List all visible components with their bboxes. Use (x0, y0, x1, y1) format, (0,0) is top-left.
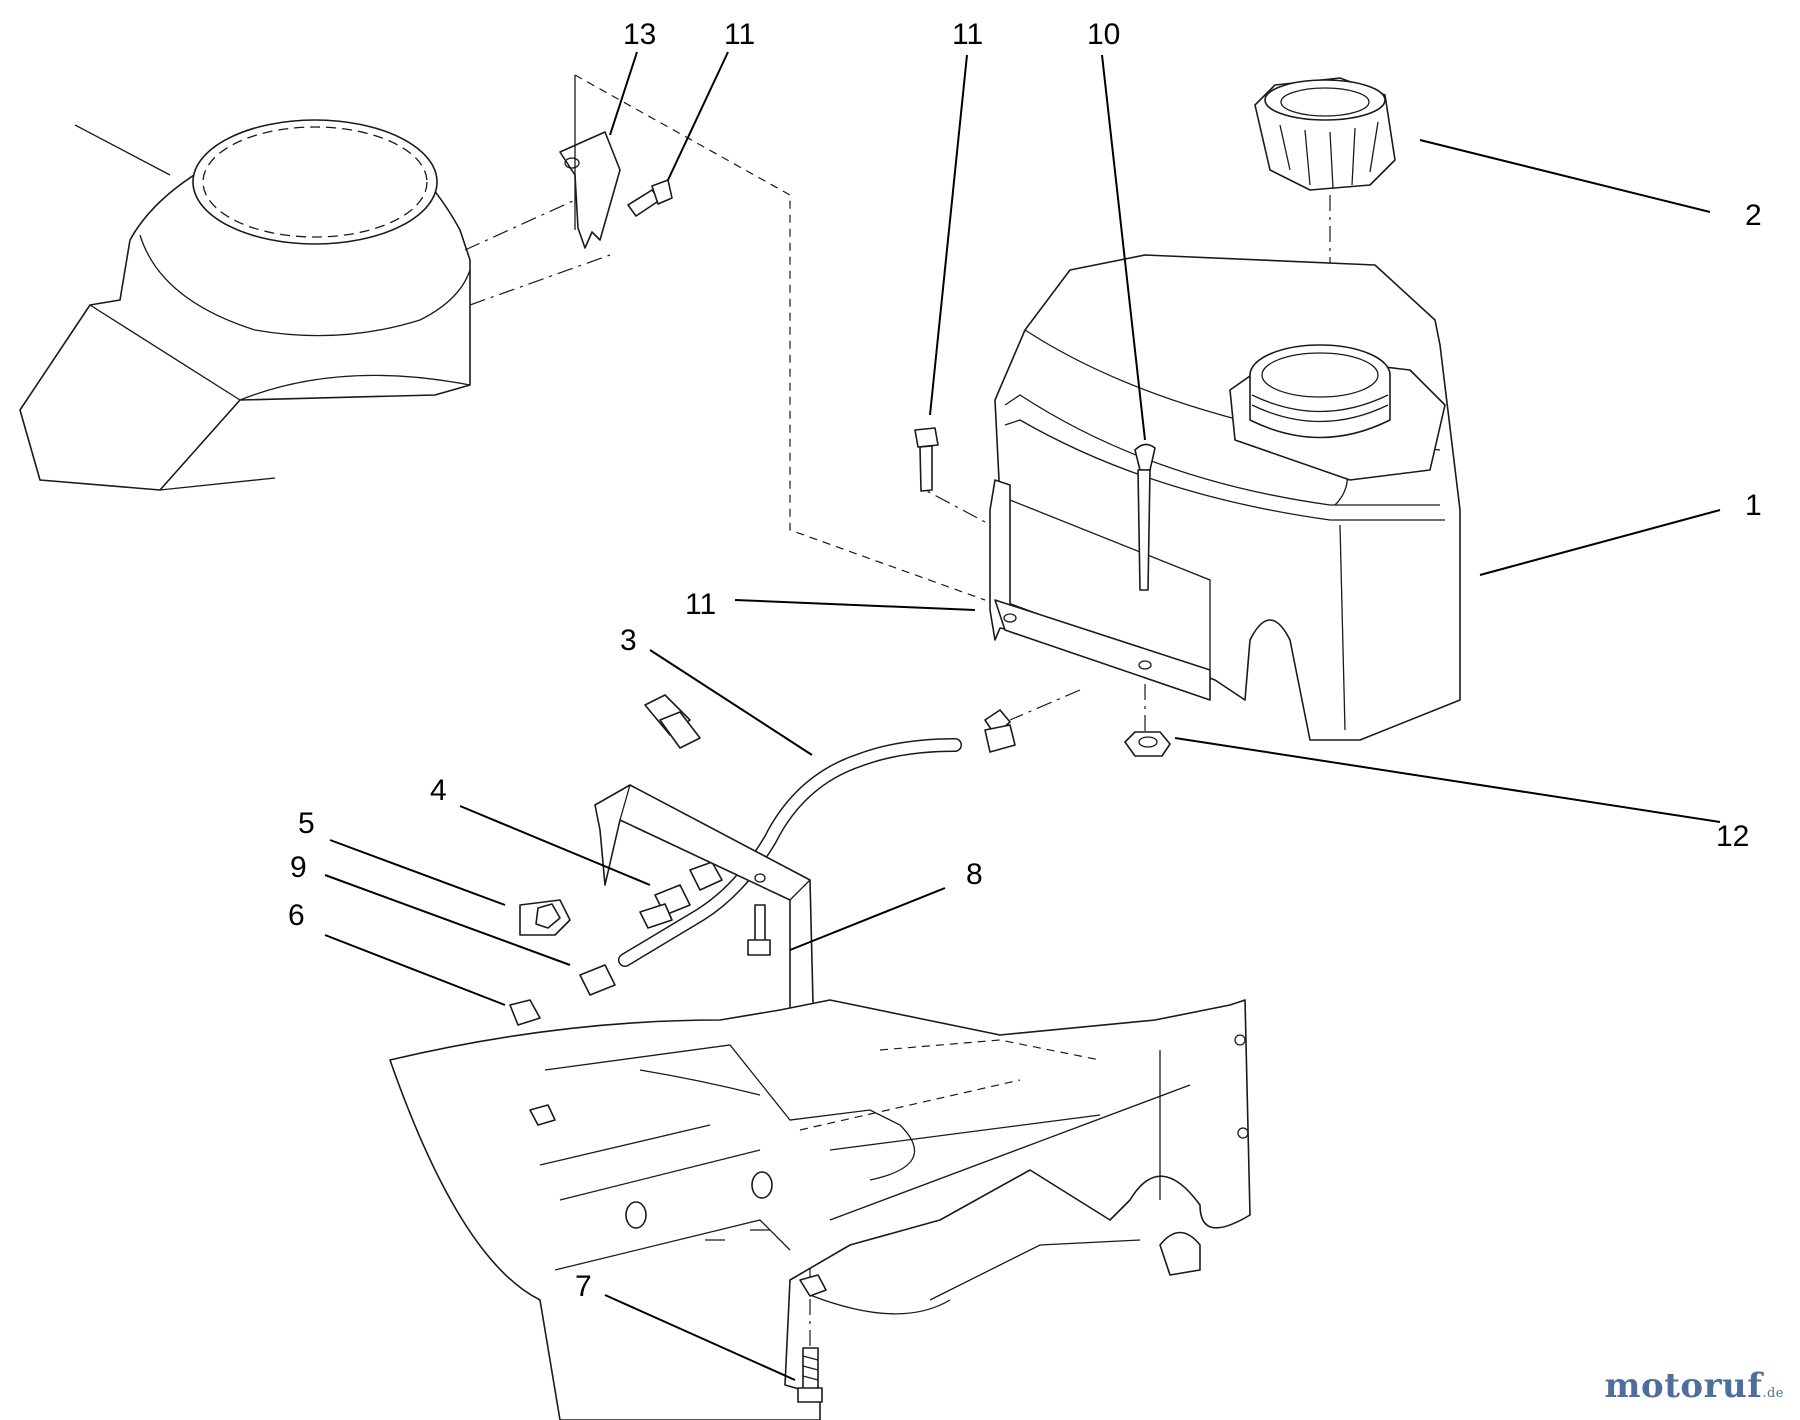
leader-13 (609, 51, 638, 136)
bolt-10 (1134, 443, 1156, 591)
callout-11-bracket: 11 (685, 588, 716, 621)
callout-6: 6 (288, 899, 305, 932)
fuel-tank (994, 254, 1461, 741)
leader-10 (1101, 54, 1146, 441)
tank-bracket (989, 479, 1211, 701)
callout-4: 4 (430, 774, 447, 807)
callout-9: 9 (290, 851, 307, 884)
fuel-line (509, 709, 1016, 1026)
callout-10: 10 (1087, 18, 1120, 51)
leader-6 (324, 934, 506, 1006)
callout-5: 5 (298, 807, 315, 840)
leader-3 (649, 649, 813, 756)
leader-11-bracket (734, 599, 976, 611)
clamp-part (644, 694, 701, 749)
leader-8 (789, 887, 946, 951)
leader-4 (459, 805, 651, 886)
bolt-11-top (627, 179, 673, 217)
fuel-cap (1254, 77, 1396, 191)
leader-1 (1479, 509, 1721, 576)
nut-12 (1124, 731, 1171, 757)
bolt-7 (797, 1347, 823, 1403)
callout-13: 13 (623, 18, 656, 51)
callout-7: 7 (575, 1270, 592, 1303)
watermark-suffix: .de (1762, 1386, 1784, 1401)
leader-11-screw (929, 54, 968, 416)
bracket-13 (559, 75, 621, 249)
leader-2 (1419, 139, 1711, 213)
leader-9 (324, 874, 571, 966)
callout-3: 3 (620, 624, 637, 657)
leader-5 (329, 839, 506, 906)
watermark-logo: motoruf.de (1605, 1366, 1784, 1406)
callout-8: 8 (966, 858, 983, 891)
callout-12: 12 (1716, 820, 1749, 853)
engine-housing (19, 119, 471, 491)
screw-8 (747, 904, 771, 956)
screw-11-tank (914, 427, 939, 492)
mower-deck (389, 999, 1251, 1420)
leader-7 (604, 1294, 796, 1381)
callout-11-top: 11 (724, 18, 755, 51)
callout-11-screw: 11 (952, 18, 983, 51)
leader-11-top (667, 51, 729, 181)
watermark-brand: motoruf (1604, 1366, 1763, 1406)
callout-2: 2 (1745, 199, 1762, 232)
leader-12 (1174, 737, 1721, 823)
callout-1: 1 (1745, 489, 1762, 522)
